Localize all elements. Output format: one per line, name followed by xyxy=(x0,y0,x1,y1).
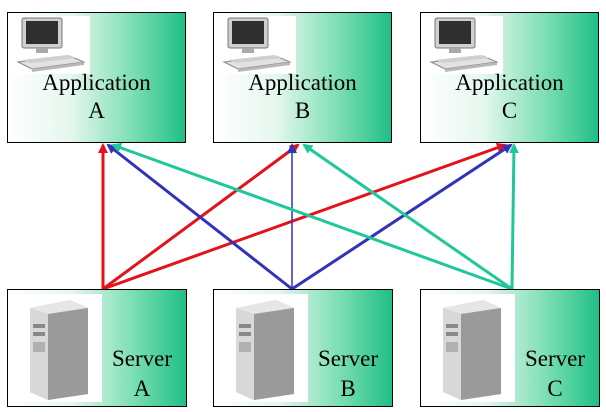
server-a-label: Server A xyxy=(112,344,172,404)
application-a-label: Application A xyxy=(8,69,185,125)
tower-server-icon xyxy=(12,294,102,402)
desktop-computer-icon xyxy=(425,16,503,74)
application-a-letter: A xyxy=(88,98,105,123)
application-b-label: Application B xyxy=(214,69,391,125)
link-server-b-to-app-a xyxy=(106,143,293,291)
server-c-box: Server C xyxy=(420,289,600,407)
server-a-box: Server A xyxy=(7,289,187,407)
desktop-computer-icon xyxy=(218,16,296,74)
server-a-letter: A xyxy=(133,376,151,401)
server-c-name: Server xyxy=(524,346,585,371)
application-b-name: Application xyxy=(248,70,357,95)
link-server-c-to-app-b xyxy=(302,143,513,291)
application-c-letter: C xyxy=(501,98,518,123)
link-server-a-to-app-c xyxy=(102,142,507,291)
server-c-letter: C xyxy=(547,376,563,401)
server-b-label: Server B xyxy=(318,344,378,404)
server-b-box: Server B xyxy=(213,289,393,407)
link-server-c-to-app-c xyxy=(508,143,519,290)
application-a-box: Application A xyxy=(7,12,186,143)
application-a-name: Application xyxy=(42,70,151,95)
server-c-label: Server C xyxy=(525,344,585,404)
server-b-name: Server xyxy=(317,346,378,371)
application-c-label: Application C xyxy=(421,69,598,125)
desktop-computer-icon xyxy=(12,16,90,74)
tower-server-icon xyxy=(425,294,515,402)
server-b-letter: B xyxy=(340,376,356,401)
link-server-b-to-app-c xyxy=(291,143,513,291)
application-c-box: Application C xyxy=(420,12,599,143)
application-b-box: Application B xyxy=(213,12,392,143)
tower-server-icon xyxy=(218,294,308,402)
application-c-name: Application xyxy=(455,70,564,95)
link-server-c-to-app-a xyxy=(111,143,513,291)
server-a-name: Server xyxy=(111,346,172,371)
application-b-letter: B xyxy=(294,98,311,123)
